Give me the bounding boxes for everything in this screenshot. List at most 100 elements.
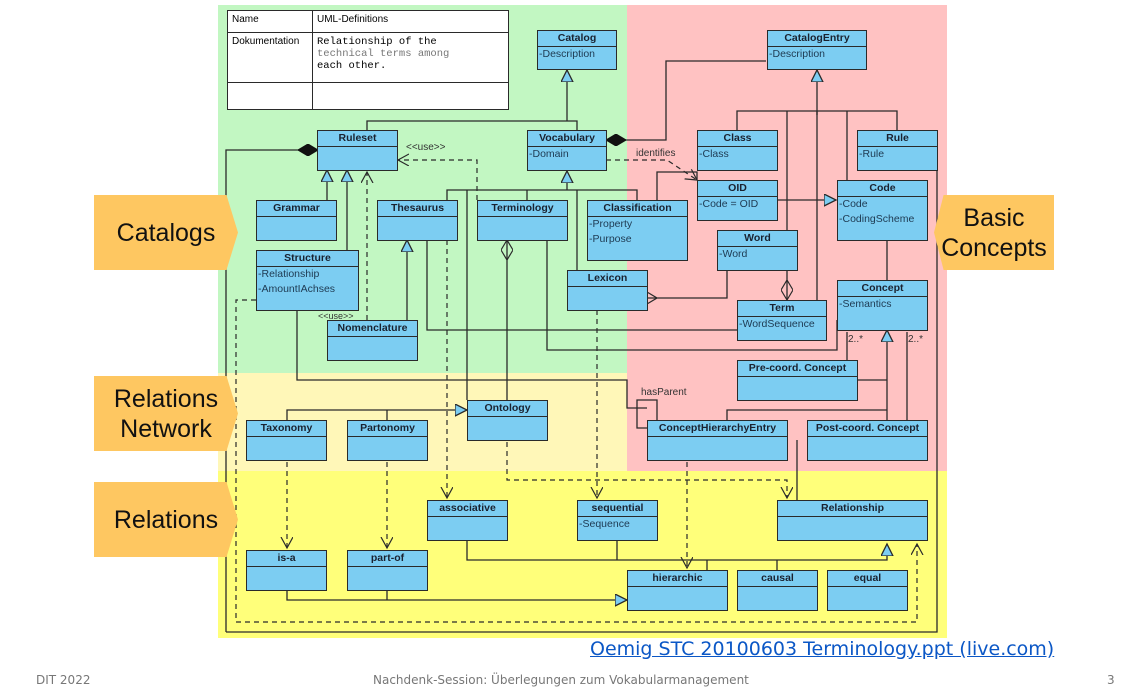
class-ontology[interactable]: Ontology bbox=[467, 400, 548, 441]
class-attr: -Purpose bbox=[589, 233, 632, 245]
class-nomenclature[interactable]: Nomenclature bbox=[327, 320, 418, 361]
class-name: Pre-coord. Concept bbox=[738, 361, 857, 377]
class-name: Class bbox=[698, 131, 777, 147]
class-attr: -Semantics bbox=[839, 298, 892, 310]
class-name: Concept bbox=[838, 281, 927, 297]
meta-empty-value bbox=[312, 82, 509, 110]
meta-name-key: Name bbox=[227, 10, 313, 33]
class-name: associative bbox=[428, 501, 507, 517]
class-attr: -Rule bbox=[859, 148, 885, 160]
class-name: Term bbox=[738, 301, 826, 317]
class-attr: -WordSequence bbox=[739, 318, 815, 330]
class-code[interactable]: Code -Code -CodingScheme bbox=[837, 180, 928, 241]
class-name: Relationship bbox=[778, 501, 927, 517]
class-name: ConceptHierarchyEntry bbox=[648, 421, 787, 437]
tag-basic-concepts-line: Concepts bbox=[941, 233, 1047, 262]
label-multiplicity-right: 2..* bbox=[908, 334, 924, 345]
class-part-of[interactable]: part-of bbox=[347, 550, 428, 591]
footer-page-number: 3 bbox=[1107, 673, 1115, 687]
class-name: Ontology bbox=[468, 401, 547, 417]
class-name: Taxonomy bbox=[247, 421, 326, 437]
class-oid[interactable]: OID -Code = OID bbox=[697, 180, 778, 221]
class-name: Grammar bbox=[257, 201, 336, 217]
label-identifies: identifies bbox=[636, 148, 676, 159]
class-name: Classification bbox=[588, 201, 687, 217]
class-attr: -Description bbox=[769, 48, 826, 60]
meta-doc-key: Dokumentation bbox=[227, 32, 313, 83]
class-vocabulary[interactable]: Vocabulary -Domain bbox=[527, 130, 607, 171]
class-pre-coord-concept[interactable]: Pre-coord. Concept bbox=[737, 360, 858, 401]
class-rule[interactable]: Rule -Rule bbox=[857, 130, 938, 171]
class-equal[interactable]: equal bbox=[827, 570, 908, 611]
label-has-parent: hasParent bbox=[641, 387, 687, 398]
class-name: Catalog bbox=[538, 31, 616, 47]
class-name: CatalogEntry bbox=[768, 31, 866, 47]
class-name: causal bbox=[738, 571, 817, 587]
relations-region bbox=[218, 471, 947, 638]
class-sequential[interactable]: sequential -Sequence bbox=[577, 500, 658, 541]
class-name: Lexicon bbox=[568, 271, 647, 287]
meta-name-value: UML-Definitions bbox=[312, 10, 509, 33]
class-structure[interactable]: Structure -Relationship -AmountIAchses bbox=[256, 250, 359, 311]
class-name: Ruleset bbox=[318, 131, 397, 147]
class-name: Nomenclature bbox=[328, 321, 417, 337]
class-class[interactable]: Class -Class bbox=[697, 130, 778, 171]
footer-center: Nachdenk-Session: Überlegungen zum Vokab… bbox=[373, 673, 749, 687]
class-concept[interactable]: Concept -Semantics bbox=[837, 280, 928, 331]
class-attr: -Class bbox=[699, 148, 729, 160]
class-name: Code bbox=[838, 181, 927, 197]
class-name: Vocabulary bbox=[528, 131, 606, 147]
class-catalog-entry[interactable]: CatalogEntry -Description bbox=[767, 30, 867, 70]
class-catalog[interactable]: Catalog -Description bbox=[537, 30, 617, 70]
class-lexicon[interactable]: Lexicon bbox=[567, 270, 648, 311]
class-taxonomy[interactable]: Taxonomy bbox=[246, 420, 327, 461]
tag-catalogs: Catalogs bbox=[94, 195, 238, 270]
meta-empty-key bbox=[227, 82, 313, 110]
meta-doc-line: technical terms among bbox=[317, 48, 450, 60]
class-name: Terminology bbox=[478, 201, 567, 217]
class-name: sequential bbox=[578, 501, 657, 517]
meta-doc-line: each other. bbox=[317, 60, 387, 72]
class-concept-hierarchy-entry[interactable]: ConceptHierarchyEntry bbox=[647, 420, 788, 461]
class-name: Rule bbox=[858, 131, 937, 147]
class-terminology[interactable]: Terminology bbox=[477, 200, 568, 241]
class-name: Thesaurus bbox=[378, 201, 457, 217]
class-thesaurus[interactable]: Thesaurus bbox=[377, 200, 458, 241]
class-attr: -Code bbox=[839, 198, 868, 210]
class-name: Structure bbox=[257, 251, 358, 267]
class-term[interactable]: Term -WordSequence bbox=[737, 300, 827, 341]
class-name: Word bbox=[718, 231, 797, 247]
label-use-bottom: <<use>> bbox=[318, 311, 354, 321]
class-partonomy[interactable]: Partonomy bbox=[347, 420, 428, 461]
class-name: OID bbox=[698, 181, 777, 197]
class-ruleset[interactable]: Ruleset bbox=[317, 130, 398, 171]
label-multiplicity-left: 2..* bbox=[848, 334, 864, 345]
source-link[interactable]: Oemig STC 20100603 Terminology.ppt (live… bbox=[590, 638, 1055, 660]
class-relationship[interactable]: Relationship bbox=[777, 500, 928, 541]
class-name: equal bbox=[828, 571, 907, 587]
class-name: hierarchic bbox=[628, 571, 727, 587]
class-attr: -Property bbox=[589, 218, 633, 230]
tag-basic-concepts-line: Basic bbox=[963, 203, 1025, 232]
class-associative[interactable]: associative bbox=[427, 500, 508, 541]
label-use-top: <<use>> bbox=[406, 142, 446, 153]
class-attr: -Description bbox=[539, 48, 596, 60]
class-is-a[interactable]: is-a bbox=[246, 550, 327, 591]
class-hierarchic[interactable]: hierarchic bbox=[627, 570, 728, 611]
tag-basic-concepts: Basic Concepts bbox=[934, 195, 1054, 270]
class-attr: -Domain bbox=[529, 148, 569, 160]
class-attr: -Code = OID bbox=[699, 198, 759, 210]
class-attr: -Relationship bbox=[258, 268, 320, 280]
class-causal[interactable]: causal bbox=[737, 570, 818, 611]
tag-relations-network-line: Network bbox=[120, 414, 212, 443]
class-grammar[interactable]: Grammar bbox=[256, 200, 337, 241]
class-attr: -Word bbox=[719, 248, 748, 260]
class-post-coord-concept[interactable]: Post-coord. Concept bbox=[807, 420, 928, 461]
class-classification[interactable]: Classification -Property -Purpose bbox=[587, 200, 688, 261]
tag-relations: Relations bbox=[94, 482, 238, 557]
tag-relations-network: Relations Network bbox=[94, 376, 238, 451]
class-word[interactable]: Word -Word bbox=[717, 230, 798, 271]
meta-doc-value: Relationship of the technical terms amon… bbox=[312, 32, 509, 83]
class-name: Partonomy bbox=[348, 421, 427, 437]
